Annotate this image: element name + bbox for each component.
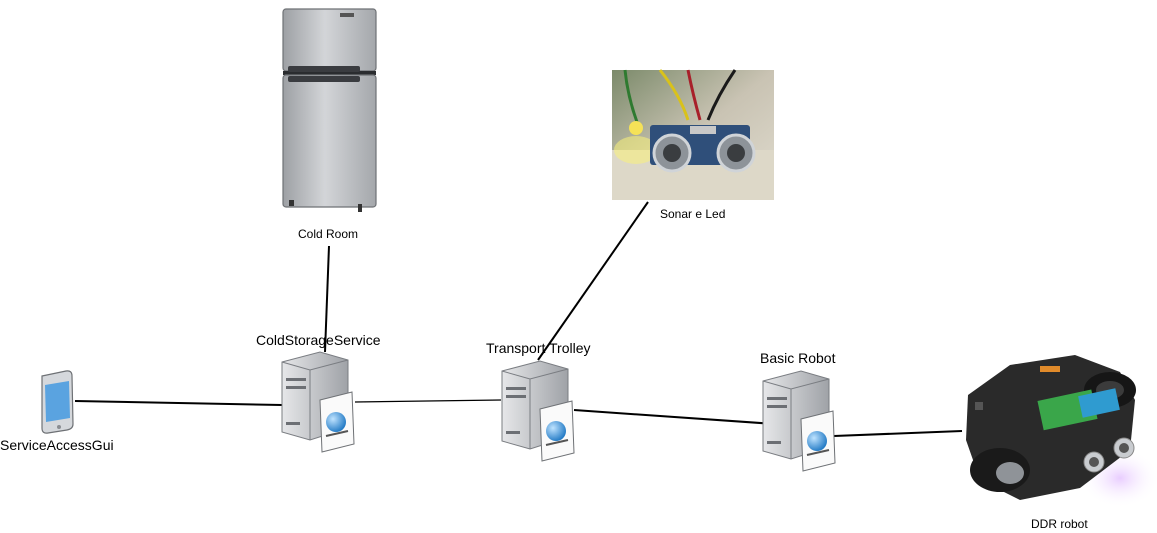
- edge-sonar-trolley: [537, 201, 649, 361]
- ddr-robot-label: DDR robot: [1031, 517, 1088, 531]
- edge-coldroom-coldstorage: [324, 245, 330, 353]
- edge-coldstorage-trolley: [354, 399, 502, 403]
- edge-basicrobot-ddr: [833, 430, 963, 437]
- edge-gui-coldstorage: [74, 400, 283, 406]
- basic-robot-label: Basic Robot: [760, 350, 836, 366]
- cold-storage-server-icon: [281, 351, 355, 453]
- sonar-led-label: Sonar e Led: [660, 207, 726, 221]
- transport-trolley-server-icon: [501, 360, 575, 462]
- cold-storage-service-label: ColdStorageService: [256, 332, 381, 348]
- service-access-gui-label: ServiceAccessGui: [0, 437, 114, 453]
- edge-trolley-basicrobot: [573, 409, 790, 426]
- cold-room-label: Cold Room: [298, 227, 359, 241]
- connections: [74, 201, 963, 437]
- basic-robot-server-icon: [762, 370, 836, 472]
- transport-trolley-label: Transport Trolley: [486, 340, 591, 356]
- refrigerator-icon: [282, 8, 377, 212]
- robot-car-photo: [966, 355, 1157, 508]
- sonar-led-photo: [612, 69, 774, 200]
- smartphone-icon: [41, 370, 74, 434]
